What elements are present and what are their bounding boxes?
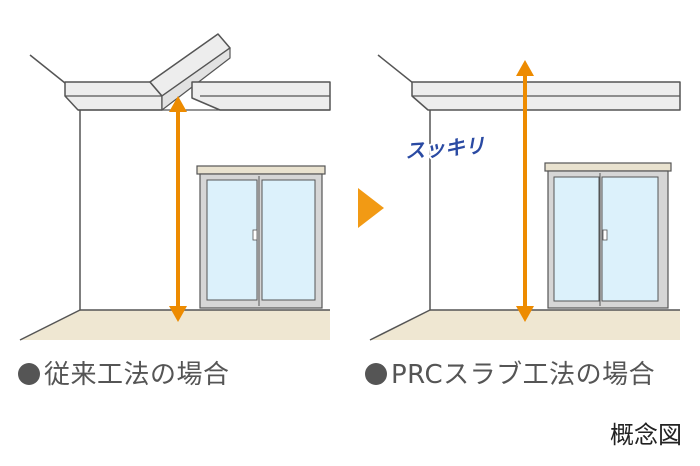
right-caption: PRCスラブ工法の場合 <box>365 354 655 391</box>
left-floor <box>20 310 330 340</box>
right-floor <box>370 310 680 340</box>
bullet-dot-icon <box>365 363 387 385</box>
left-height-arrow <box>169 96 187 322</box>
left-window <box>196 165 326 309</box>
sukkiri-label: スッキリ <box>404 133 485 163</box>
left-room <box>19 33 331 341</box>
right-caption-text: PRCスラブ工法の場合 <box>391 360 656 390</box>
play-arrow-icon <box>358 188 384 228</box>
bullet-dot-icon <box>18 363 40 385</box>
right-window <box>544 162 672 309</box>
right-room: スッキリ <box>369 54 681 341</box>
left-caption: 従来工法の場合 <box>18 354 230 391</box>
left-caption-text: 従来工法の場合 <box>44 360 230 390</box>
concept-note: 概念図 <box>610 421 682 449</box>
right-height-arrow <box>516 60 534 322</box>
